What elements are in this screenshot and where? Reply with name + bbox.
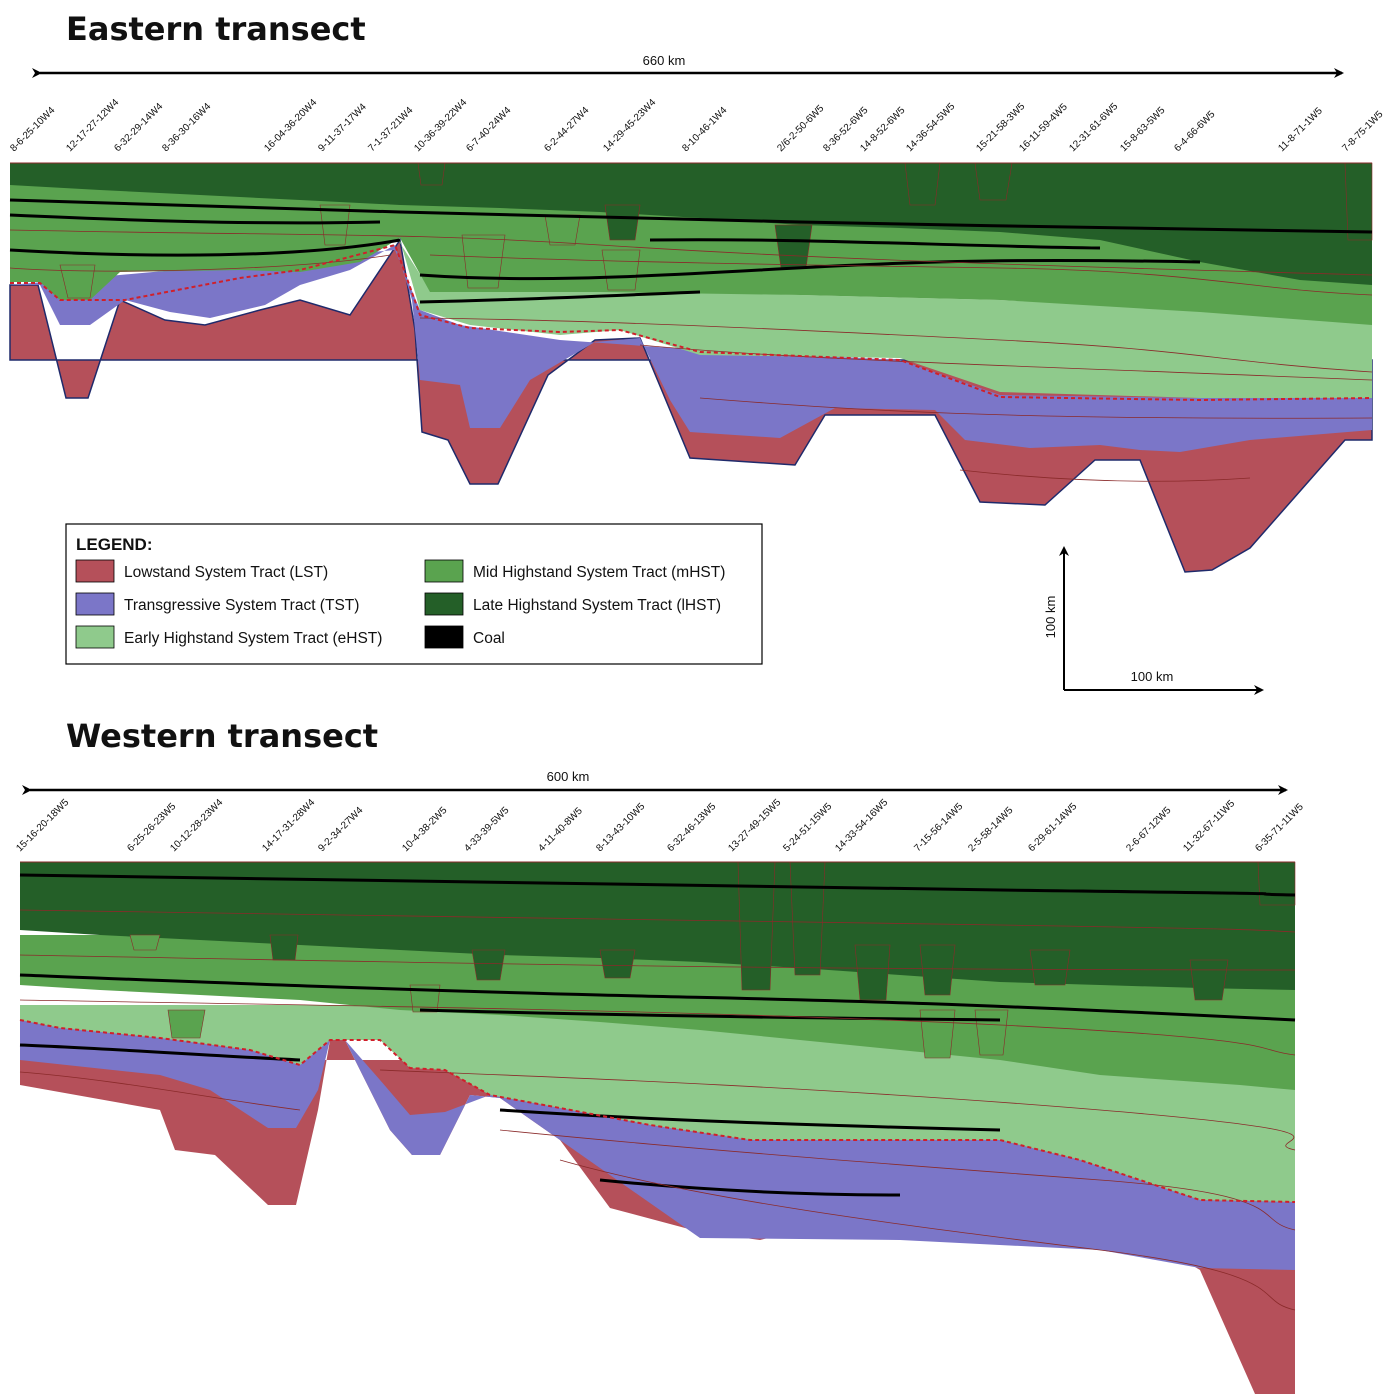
legend-swatch xyxy=(424,559,464,583)
scale-horizontal-label: 100 km xyxy=(1131,669,1174,684)
western-mfs-line xyxy=(19,1019,1296,1203)
western-well-label: 10-4-38-2W5 xyxy=(400,805,449,854)
eastern-lhst-layer xyxy=(10,163,1372,285)
eastern-cross-section xyxy=(9,162,1373,573)
eastern-well-label: 12-31-61-6W5 xyxy=(1067,101,1120,154)
western-well-label: 15-16-20-18W5 xyxy=(14,797,71,854)
western-well-label: 6-29-61-14W5 xyxy=(1026,801,1079,854)
eastern-tst-layer xyxy=(10,245,1372,452)
eastern-title: Eastern transect xyxy=(66,10,366,48)
western-well-label: 2-5-58-14W5 xyxy=(966,805,1015,854)
eastern-well-label: 8-10-46-1W4 xyxy=(680,105,729,154)
eastern-ehst-layer xyxy=(10,235,1372,398)
eastern-late-valleys xyxy=(417,162,1373,269)
eastern-well-label: 9-11-37-17W4 xyxy=(316,101,369,154)
western-cross-section xyxy=(19,861,1296,1394)
western-distance-label: 600 km xyxy=(547,769,590,784)
legend-label: Mid Highstand System Tract (mHST) xyxy=(473,564,725,581)
eastern-well-label: 6-2-44-27W4 xyxy=(542,105,591,154)
legend: LEGEND: Lowstand System Tract (LST) Trans… xyxy=(65,523,763,665)
legend-swatch xyxy=(424,592,464,616)
eastern-well-label: 10-36-39-22W4 xyxy=(412,97,469,154)
legend-label: Early Highstand System Tract (eHST) xyxy=(124,630,382,647)
legend-swatch xyxy=(424,625,464,649)
western-well-label: 9-2-34-27W4 xyxy=(316,805,365,854)
western-well-label: 4-11-40-8W5 xyxy=(536,805,585,854)
legend-label: Coal xyxy=(473,630,505,647)
eastern-coal-seams xyxy=(9,198,1373,304)
legend-label: Late Highstand System Tract (lHST) xyxy=(473,597,721,614)
legend-label: Transgressive System Tract (TST) xyxy=(124,597,359,614)
western-well-label: 6-35-71-11W5 xyxy=(1253,801,1306,854)
western-title: Western transect xyxy=(66,717,378,755)
eastern-well-label: 11-8-71-1W5 xyxy=(1276,105,1325,154)
eastern-well-label: 15-8-63-5W5 xyxy=(1118,105,1167,154)
western-well-label: 5-24-51-15W5 xyxy=(781,801,834,854)
eastern-well-label: 8-36-30-16W4 xyxy=(160,101,213,154)
legend-swatch xyxy=(75,559,115,583)
scale-bar: 100 km 100 km xyxy=(1043,546,1264,695)
western-coal-seams xyxy=(19,873,1296,1197)
eastern-well-label: 6-32-29-14W4 xyxy=(112,101,165,154)
western-horizons xyxy=(19,909,1296,1311)
western-well-label: 4-33-39-5W5 xyxy=(462,805,511,854)
western-well-label: 14-17-31-28W4 xyxy=(260,797,317,854)
legend-title: LEGEND: xyxy=(76,535,153,554)
eastern-well-label: 14-29-45-23W4 xyxy=(601,97,658,154)
western-well-label: 2-6-67-12W5 xyxy=(1124,805,1173,854)
eastern-well-label: 2/6-2-50-6W5 xyxy=(775,103,826,154)
legend-box xyxy=(65,523,763,665)
eastern-valley-fills xyxy=(59,204,641,299)
legend-swatch xyxy=(75,625,115,649)
scale-vertical-label: 100 km xyxy=(1043,596,1058,639)
eastern-well-label: 7-8-75-1W5 xyxy=(1340,109,1385,154)
eastern-well-label: 8-6-25-10W4 xyxy=(8,105,57,154)
legend-swatch xyxy=(75,592,115,616)
legend-label: Lowstand System Tract (LST) xyxy=(124,564,328,581)
eastern-mfs-line xyxy=(10,243,1373,402)
western-well-label: 6-32-46-13W5 xyxy=(665,801,718,854)
western-well-label: 8-13-43-10W5 xyxy=(594,801,647,854)
legend-items: Lowstand System Tract (LST) Transgressive… xyxy=(75,559,725,649)
eastern-well-label: 14-36-54-5W5 xyxy=(904,101,957,154)
western-well-label: 7-15-56-14W5 xyxy=(912,801,965,854)
western-well-label: 11-32-67-11W5 xyxy=(1181,798,1237,854)
western-well-label: 13-27-49-15W5 xyxy=(726,797,783,854)
eastern-horizons xyxy=(9,229,1373,482)
eastern-well-label: 6-7-40-24W4 xyxy=(464,105,513,154)
eastern-well-label: 6-4-66-6W5 xyxy=(1172,109,1217,154)
western-well-label: 10-12-28-23W4 xyxy=(168,797,225,854)
western-well-label: 14-33-54-16W5 xyxy=(833,797,890,854)
eastern-distance-label: 660 km xyxy=(643,53,686,68)
eastern-well-label: 7-1-37-21W4 xyxy=(366,105,415,154)
western-lhst-layer xyxy=(20,862,1295,990)
eastern-well-label: 16-04-36-20W4 xyxy=(262,97,319,154)
